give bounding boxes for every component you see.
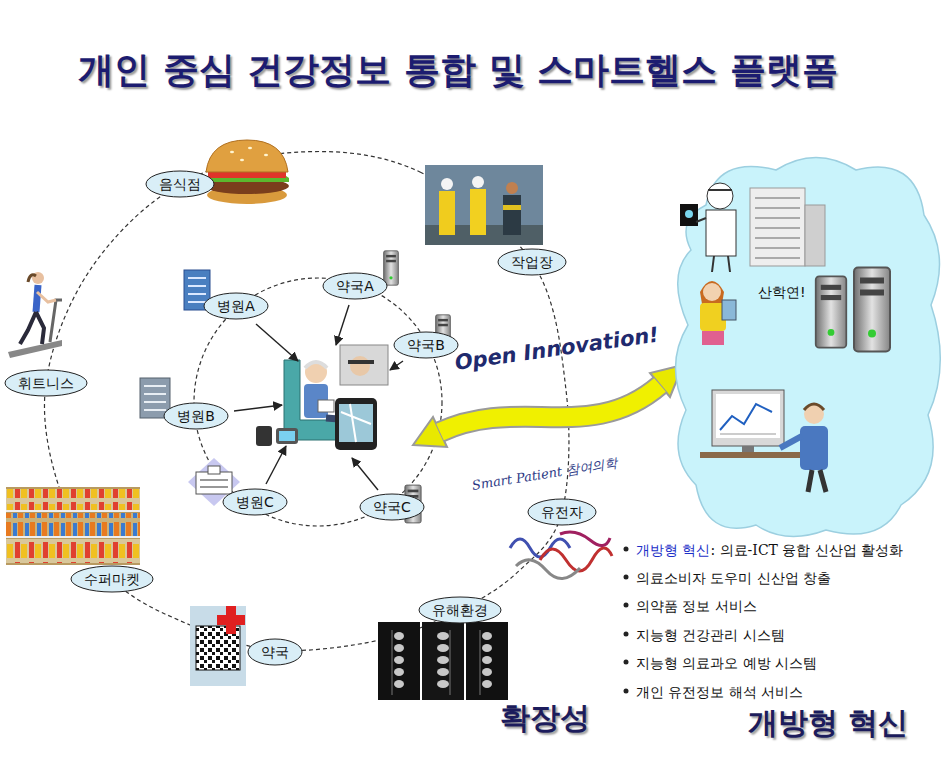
pharmacy-a-icon bbox=[384, 251, 399, 285]
section-heading: 개방형 혁신 bbox=[748, 705, 908, 741]
bullet-text: 지능형 건강관리 시스템 bbox=[636, 625, 785, 645]
arrow-caption: Open Innovation! bbox=[453, 322, 660, 377]
bullet-text: 지능형 의료과오 예방 시스템 bbox=[636, 653, 817, 673]
workplace-picture bbox=[425, 165, 543, 245]
bullet-text: 의약품 정보 서비스 bbox=[636, 596, 757, 616]
patient-picture bbox=[256, 345, 388, 450]
place-ellipse: 수퍼마켓 bbox=[70, 565, 154, 593]
inner-ring bbox=[194, 278, 442, 526]
bullet-keyword: 개방형 혁신 bbox=[636, 540, 710, 560]
cloud-outline bbox=[675, 158, 940, 537]
node-label: 산학연! bbox=[758, 283, 806, 301]
place-ellipse: 병원A bbox=[203, 292, 269, 320]
place-ellipse: 약국C bbox=[359, 493, 425, 521]
section-heading: 확장성 bbox=[500, 700, 590, 736]
protein-picture bbox=[510, 532, 612, 579]
arrow-caption: Smart Patient 참여의학 bbox=[471, 453, 619, 495]
place-ellipse: 유해환경 bbox=[418, 596, 502, 624]
mri-picture bbox=[378, 622, 508, 700]
bullet-text: : 의료-ICT 융합 신산업 활성화 bbox=[710, 540, 903, 560]
outer-ring bbox=[44, 152, 568, 651]
place-ellipse: 유전자 bbox=[527, 498, 597, 526]
node-label: 약국 bbox=[261, 643, 289, 661]
open-innovation-arrow bbox=[413, 365, 683, 447]
data-flow-arrows bbox=[234, 305, 403, 490]
node-label: 약국A bbox=[336, 277, 374, 295]
node-label: 병원B bbox=[177, 407, 215, 425]
cloud-pictures bbox=[680, 183, 890, 492]
node-label: 휘트니스 bbox=[18, 374, 74, 392]
node-label: 약국B bbox=[407, 336, 445, 354]
place-ellipse: 작업장 bbox=[497, 248, 567, 276]
place-ellipse: 병원B bbox=[163, 402, 229, 430]
node-label: 수퍼마켓 bbox=[84, 570, 140, 588]
place-ellipse: 음식점 bbox=[145, 170, 215, 198]
cloud-shape bbox=[666, 145, 944, 540]
place-ellipse: 휘트니스 bbox=[4, 369, 88, 397]
node-label: 유해환경 bbox=[432, 601, 488, 619]
bullet-text: 의료소비자 도우미 신산업 창출 bbox=[636, 568, 831, 588]
bullet-text: 개인 유전정보 해석 서비스 bbox=[636, 682, 803, 702]
node-label: 병원C bbox=[236, 493, 274, 511]
node-label: 음식점 bbox=[159, 175, 201, 193]
place-ellipse: 약국 bbox=[247, 638, 303, 666]
qr-code-picture bbox=[190, 606, 246, 686]
burger-picture bbox=[205, 140, 289, 204]
title: 개인 중심 건강정보 통합 및 스마트헬스 플랫폼 bbox=[78, 48, 837, 92]
place-ellipse: 약국A bbox=[322, 272, 388, 300]
node-label: 병원A bbox=[217, 297, 255, 315]
bullet-dots bbox=[624, 547, 629, 694]
node-label: 유전자 bbox=[541, 503, 583, 521]
supermarket-picture bbox=[6, 487, 140, 565]
place-ellipse: 약국B bbox=[393, 331, 459, 359]
node-label: 약국C bbox=[373, 498, 411, 516]
place-ellipse: 병원C bbox=[222, 488, 288, 516]
node-label: 작업장 bbox=[511, 253, 553, 271]
fitness-picture bbox=[8, 272, 62, 358]
cloud-region: 산학연! bbox=[666, 145, 944, 540]
